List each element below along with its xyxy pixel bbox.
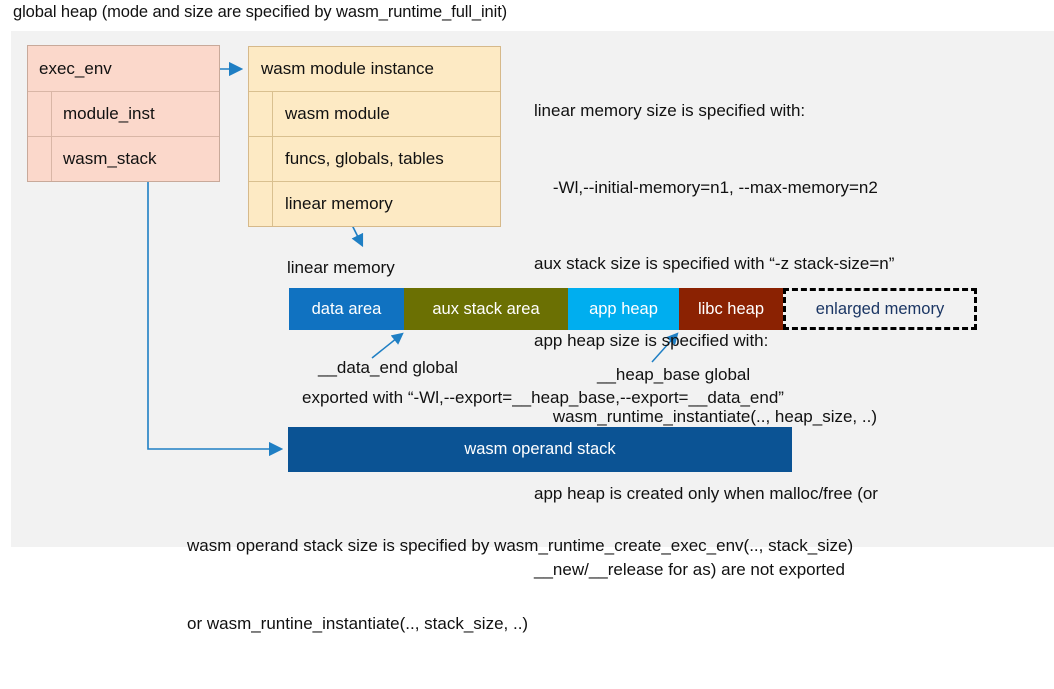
exec-env-row-wasm-stack: wasm_stack [28,136,219,181]
exec-env-gutter [28,92,52,136]
operand-stack-note: wasm operand stack size is specified by … [187,481,853,689]
config-note-line: wasm_runtime_instantiate(.., heap_size, … [534,407,877,426]
config-note-line: app heap size is specified with: [534,330,769,350]
wmi-header-row: wasm module instance [249,47,500,91]
annotation-heap-base: __heap_base global [597,365,751,384]
memory-segment-libc-heap: libc heap [679,288,783,330]
operand-stack-note-line: or wasm_runtine_instantiate(.., stack_si… [187,614,529,633]
annotation-data-end: __data_end global [318,358,458,377]
wmi-funcs-globals-tables-label: funcs, globals, tables [285,149,444,168]
config-notes: linear memory size is specified with: -W… [534,47,1034,634]
memory-segment-aux-stack-area: aux stack area [404,288,568,330]
memory-segment-app-heap: app heap [568,288,679,330]
exec-env-header-row: exec_env [28,46,219,91]
wmi-row-linear-memory: linear memory [249,181,500,226]
wmi-gutter [249,182,273,226]
wmi-header-label: wasm module instance [261,59,434,78]
exec-env-box: exec_env module_inst wasm_stack [27,45,220,182]
annotation-exported: exported with “-Wl,--export=__heap_base,… [302,388,784,407]
linear-memory-caption: linear memory [287,258,395,277]
wmi-wasm-module-label: wasm module [285,104,390,123]
diagram-canvas: global heap (mode and size are specified… [11,3,1054,633]
wmi-gutter [249,137,273,181]
wmi-row-funcs-globals-tables: funcs, globals, tables [249,136,500,181]
operand-stack-note-line: wasm operand stack size is specified by … [187,536,854,555]
exec-env-wasm-stack-label: wasm_stack [63,149,157,168]
config-note-line: -Wl,--initial-memory=n1, --max-memory=n2 [534,177,878,197]
config-note-line: app heap is created only when malloc/fre… [534,483,878,503]
exec-env-header-label: exec_env [39,59,112,78]
wmi-row-wasm-module: wasm module [249,91,500,136]
exec-env-row-module-inst: module_inst [28,91,219,136]
exec-env-module-inst-label: module_inst [63,104,155,123]
wmi-linear-memory-label: linear memory [285,194,393,213]
page-title: global heap (mode and size are specified… [13,3,508,21]
wasm-operand-stack-box: wasm operand stack [288,427,792,472]
exec-env-gutter [28,137,52,181]
memory-segment-data-area: data area [289,288,404,330]
config-note-line: aux stack size is specified with “-z sta… [534,254,895,273]
config-note-line: linear memory size is specified with: [534,101,806,120]
wasm-operand-stack-label: wasm operand stack [464,440,616,458]
linear-memory-bar: data area aux stack area app heap libc h… [289,288,977,330]
wmi-gutter [249,92,273,136]
memory-segment-enlarged-memory: enlarged memory [783,288,977,330]
wasm-module-instance-box: wasm module instance wasm module funcs, … [248,46,501,227]
